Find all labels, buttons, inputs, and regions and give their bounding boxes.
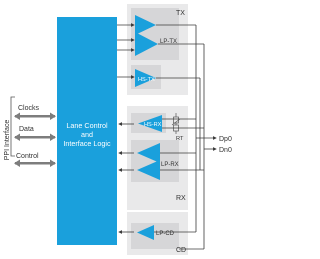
core-wiring bbox=[117, 23, 135, 234]
rt-label: RT bbox=[176, 136, 184, 142]
data-label: Data bbox=[19, 126, 34, 133]
clocks-arrow bbox=[14, 112, 56, 120]
lp-rx-receiver-upper bbox=[137, 143, 160, 163]
lp-tx-label: LP-TX bbox=[160, 39, 177, 45]
lp-rx-receiver-lower bbox=[137, 160, 160, 180]
clocks-label: Clocks bbox=[18, 105, 40, 112]
hs-rx-label: HS-RX bbox=[144, 122, 162, 128]
cd-label: CD bbox=[176, 247, 186, 254]
dn0-pin-label: Dn0 bbox=[219, 147, 232, 154]
dp0-pin-label: Dp0 bbox=[219, 136, 232, 143]
lp-tx-driver-lower bbox=[135, 32, 158, 56]
interface-bracket bbox=[10, 96, 15, 157]
phy-block-diagram: PPI Interface Clocks Data Control Lane C… bbox=[4, 4, 232, 255]
lp-rx-label: LP-RX bbox=[161, 162, 179, 168]
ppi-interface-label: PPI Interface bbox=[4, 120, 11, 161]
lane-control-block bbox=[57, 17, 117, 245]
output-bus bbox=[154, 24, 217, 250]
hs-rx-receiver bbox=[138, 115, 162, 132]
rt-termination bbox=[171, 113, 181, 134]
lp-cd-detector bbox=[137, 225, 154, 240]
core-title-line1: Lane Control bbox=[66, 121, 108, 130]
core-title-line2: and bbox=[81, 130, 93, 139]
control-label: Control bbox=[16, 153, 39, 160]
rx-label: RX bbox=[176, 195, 186, 202]
core-title-line3: Interface Logic bbox=[63, 139, 111, 148]
lp-cd-panel bbox=[131, 223, 179, 249]
data-arrow bbox=[14, 133, 56, 141]
hs-tx-driver bbox=[135, 69, 156, 87]
hs-tx-label: HS-TX bbox=[138, 77, 155, 83]
control-arrow bbox=[14, 159, 56, 167]
tx-label: TX bbox=[176, 10, 185, 17]
lp-tx-driver-upper bbox=[135, 15, 156, 35]
lp-cd-label: LP-CD bbox=[156, 231, 175, 237]
